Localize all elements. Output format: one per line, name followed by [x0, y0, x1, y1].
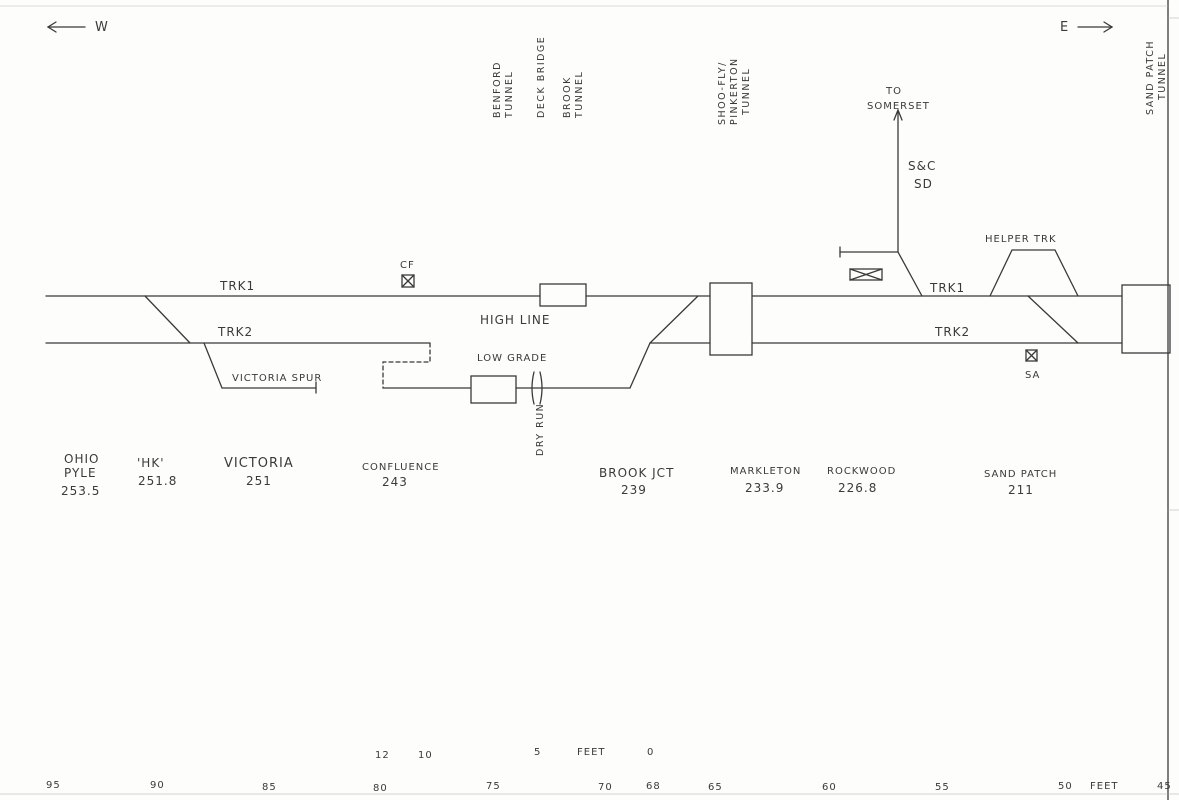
- ruler-tick: 90: [150, 780, 165, 791]
- station-confluence-name: CONFLUENCE: [362, 462, 440, 473]
- branch-to-label: TO: [885, 86, 902, 97]
- scale-tick: 10: [418, 750, 433, 761]
- station-confluence-mp: 243: [382, 475, 408, 489]
- scale-unit: FEET: [577, 747, 606, 758]
- signal-sa: [1025, 349, 1038, 362]
- rockwood-structure: [849, 268, 883, 281]
- branch-sc-label: S&C: [908, 159, 936, 173]
- branch-somerset-label: SOMERSET: [867, 101, 930, 112]
- ruler-tick: 68: [646, 781, 661, 792]
- bridge-mark: [531, 371, 535, 405]
- ruler-tick: 60: [822, 782, 837, 793]
- signal-cf-label: CF: [400, 260, 415, 271]
- trk2-label-east: TRK2: [934, 325, 970, 339]
- trk1-label-west: TRK1: [219, 279, 255, 293]
- station-markleton-name: MARKLETON: [730, 466, 801, 477]
- crossover-brook-jct: [649, 295, 699, 344]
- signal-sa-label: SA: [1025, 370, 1040, 381]
- scale-tick: 5: [534, 747, 541, 758]
- station-sand-patch-name: SAND PATCH: [984, 469, 1057, 480]
- benford-tunnel-portal: [539, 283, 587, 307]
- scale-tick: 12: [375, 750, 390, 761]
- sand-patch-tunnel: [1121, 284, 1171, 354]
- ruler-tick: 50: [1058, 781, 1073, 792]
- ruler-tick: 95: [46, 780, 61, 791]
- low-grade-label: LOW GRADE: [477, 353, 547, 364]
- benford-label-1: BENFORD: [492, 61, 503, 118]
- station-hk-mp: 251.8: [138, 474, 177, 488]
- station-rockwood-name: ROCKWOOD: [827, 466, 896, 477]
- ruler-tick: 75: [486, 781, 501, 792]
- deck-bridge-label: DECK BRIDGE: [536, 36, 547, 118]
- station-rockwood-mp: 226.8: [838, 481, 877, 495]
- trk1-label-east: TRK1: [929, 281, 965, 295]
- victoria-spur-label: VICTORIA SPUR: [232, 373, 322, 384]
- west-label: W: [95, 20, 109, 35]
- station-ohiopyle-name2: PYLE: [64, 466, 97, 480]
- ruler-tick: 80: [373, 783, 388, 794]
- station-markleton-mp: 233.9: [745, 481, 784, 495]
- high-line-label: HIGH LINE: [480, 313, 550, 327]
- ruler-tick: 45: [1157, 781, 1172, 792]
- ruler-unit: FEET: [1090, 781, 1119, 792]
- ruler-tick: 70: [598, 782, 613, 793]
- station-brook-jct-name: BROOK JCT: [599, 466, 674, 480]
- brook-tunnel-label-2: TUNNEL: [574, 71, 585, 119]
- station-ohiopyle-mp: 253.5: [61, 484, 100, 498]
- sand-patch-tunnel-label-1: SAND PATCH: [1145, 40, 1156, 115]
- shoo-fly-label-1: SHOO-FLY/: [717, 61, 728, 125]
- station-sand-patch-mp: 211: [1008, 483, 1034, 497]
- east-label: E: [1060, 20, 1069, 35]
- signal-cf: [401, 274, 415, 288]
- station-ohiopyle-name: OHIO: [64, 452, 99, 466]
- brook-tunnel-label-1: BROOK: [562, 76, 573, 118]
- station-brook-jct-mp: 239: [621, 483, 647, 497]
- low-grade-tunnel: [470, 375, 517, 404]
- low-grade-climb: [629, 342, 651, 389]
- victoria-spur-track: [203, 342, 317, 389]
- east-arrow: [1077, 21, 1114, 33]
- branch-junction: [897, 251, 923, 297]
- ruler-tick: 85: [262, 782, 277, 793]
- dry-run-label: DRY RUN: [535, 403, 546, 456]
- proposed-connection: [382, 342, 431, 389]
- benford-label-2: TUNNEL: [504, 71, 515, 119]
- bridge-mark: [539, 371, 543, 405]
- ruler-tick: 55: [935, 782, 950, 793]
- crossover-hk: [144, 295, 191, 344]
- west-arrow: [46, 21, 86, 33]
- station-victoria-name: VICTORIA: [224, 456, 294, 471]
- structure-x: [849, 268, 883, 281]
- trk2-label-west: TRK2: [217, 325, 253, 339]
- ruler-tick: 65: [708, 782, 723, 793]
- helper-track: [989, 249, 1079, 297]
- helper-track-label: HELPER TRK: [985, 234, 1057, 245]
- branch-sd-label: SD: [914, 177, 933, 191]
- station-hk-name: 'HK': [137, 456, 165, 470]
- north-arrow: [893, 108, 903, 121]
- station-victoria-mp: 251: [246, 474, 272, 488]
- shoo-fly-label-2: PINKERTON: [729, 57, 740, 125]
- pinkerton-tunnel: [709, 282, 753, 356]
- sand-patch-tunnel-label-2: TUNNEL: [1157, 53, 1168, 101]
- shoo-fly-label-3: TUNNEL: [741, 68, 752, 116]
- scale-tick: 0: [647, 747, 654, 758]
- crossover-sand-patch: [1027, 295, 1079, 344]
